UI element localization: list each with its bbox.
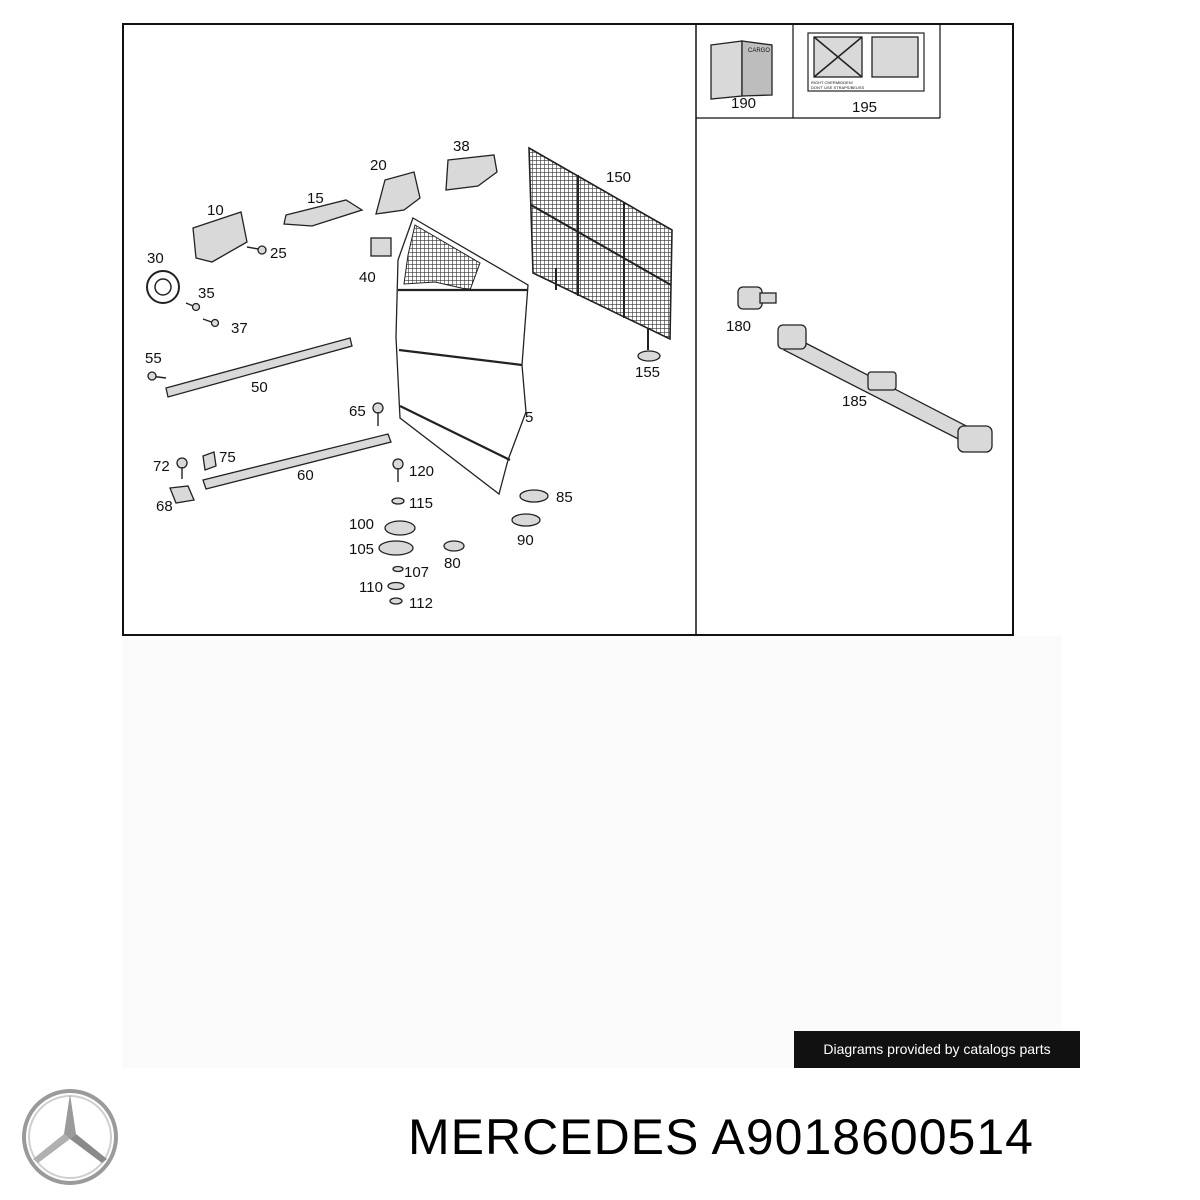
diagram-frame: [122, 23, 1014, 636]
part-195-label: RIGHT OVERMIDDEN! DON'T USE STRAPS/BEUSS: [807, 32, 925, 92]
callout-107: 107: [404, 564, 429, 581]
inset-195-text-2: DON'T USE STRAPS/BEUSS: [811, 85, 864, 90]
inset-190-text: CARGO: [748, 48, 770, 54]
callout-85: 85: [556, 489, 573, 506]
part-107-washer: [392, 565, 404, 573]
footer-brand: MERCEDES: [408, 1109, 700, 1165]
callout-180: 180: [726, 318, 751, 335]
part-85-dish: [519, 489, 549, 503]
part-15-bracket: [283, 199, 364, 227]
callout-90: 90: [517, 532, 534, 549]
footer-part-number: A9018600514: [711, 1109, 1034, 1165]
callout-15: 15: [307, 190, 324, 207]
part-40-plate: [370, 237, 392, 257]
part-150-partition-grid: [528, 146, 673, 362]
part-105-dish: [378, 540, 414, 556]
callout-120: 120: [409, 463, 434, 480]
part-20-bracket: [375, 171, 421, 215]
callout-105: 105: [349, 541, 374, 558]
callout-30: 30: [147, 250, 164, 267]
part-110-washer: [387, 581, 405, 591]
callout-185: 185: [842, 393, 867, 410]
part-190-manual: CARGO: [710, 40, 773, 100]
callout-115: 115: [409, 495, 433, 512]
part-50-rail: [165, 337, 353, 398]
part-75-clip: [202, 451, 217, 471]
callout-195: 195: [852, 99, 877, 116]
inset-195-text-1: RIGHT OVERMIDDEN!: [811, 80, 853, 85]
part-35-screw: [185, 302, 201, 312]
callout-100: 100: [349, 516, 374, 533]
part-180-buckle: [737, 286, 777, 310]
callout-38: 38: [453, 138, 470, 155]
callout-80: 80: [444, 555, 461, 572]
callout-5: 5: [525, 409, 533, 426]
mercedes-star-logo: [22, 1089, 118, 1185]
callout-50: 50: [251, 379, 268, 396]
callout-40: 40: [359, 269, 376, 286]
callout-72: 72: [153, 458, 170, 475]
part-55-screw: [147, 371, 167, 381]
part-72-screw: [176, 457, 188, 479]
callout-112: 112: [409, 595, 433, 612]
part-112-nut: [389, 597, 403, 605]
callout-110: 110: [359, 579, 383, 596]
part-30-ring: [146, 270, 180, 304]
part-100-dish: [384, 520, 416, 536]
callout-68: 68: [156, 498, 173, 515]
callout-155: 155: [635, 364, 660, 381]
part-90-dish: [511, 513, 541, 527]
part-65-screw: [372, 402, 384, 426]
part-120-screw: [392, 458, 404, 482]
part-60-rail: [202, 433, 392, 490]
part-80-cap: [443, 540, 465, 552]
callout-75: 75: [219, 449, 236, 466]
part-185-strap: [777, 324, 993, 453]
callout-25: 25: [270, 245, 287, 262]
part-115-washer: [391, 497, 405, 505]
callout-60: 60: [297, 467, 314, 484]
callout-20: 20: [370, 157, 387, 174]
part-25-screw: [246, 245, 267, 255]
footer-title: MERCEDES A9018600514: [408, 1108, 1034, 1166]
callout-37: 37: [231, 320, 248, 337]
part-38-bracket: [445, 154, 498, 191]
part-68-block: [169, 485, 195, 504]
part-37-screw: [202, 318, 220, 328]
watermark-banner: Diagrams provided by catalogs parts: [794, 1031, 1080, 1068]
callout-55: 55: [145, 350, 162, 367]
callout-10: 10: [207, 202, 224, 219]
part-10-bracket: [192, 211, 248, 263]
callout-65: 65: [349, 403, 366, 420]
callout-35: 35: [198, 285, 215, 302]
part-5-cargo-net: [395, 217, 529, 496]
diagram-backdrop: [122, 636, 1062, 1068]
callout-190: 190: [731, 95, 756, 112]
callout-150: 150: [606, 169, 631, 186]
